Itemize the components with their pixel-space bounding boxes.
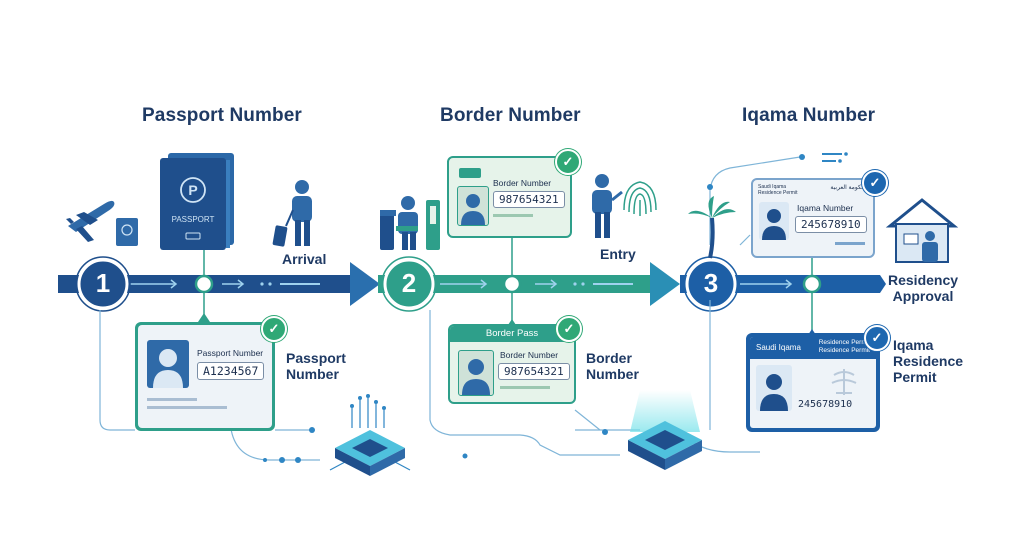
iqama-permit-number-value: 245678910 [798, 399, 853, 410]
border-top-field-label: Border Number [493, 178, 552, 188]
circuit-dots [263, 152, 848, 463]
stage-3-title: Iqama Number [742, 105, 876, 126]
passport-photo [147, 340, 189, 388]
stage-2-title: Border Number [440, 105, 581, 126]
step-3-number: 3 [703, 268, 719, 298]
server-chip-icon [628, 390, 702, 470]
person-icon [461, 194, 485, 225]
iqama-permit-header: Saudi Iqama Residence Permit Residence P… [750, 337, 876, 359]
check-icon: ✓ [556, 316, 582, 342]
passport-card: Passport Number A1234567 [135, 322, 275, 431]
stage-1-title: Passport Number [142, 105, 302, 126]
server-chip-icon [329, 394, 411, 476]
passport-caption-line1: Passport [286, 350, 346, 366]
check-icon: ✓ [555, 149, 581, 175]
border-pass-photo [458, 350, 494, 396]
iqama-caption: Iqama Residence Permit [893, 337, 963, 385]
immigration-officer-icon [380, 196, 440, 250]
svg-text:PASSPORT: PASSPORT [172, 215, 215, 224]
fingerprint-icon [623, 181, 657, 216]
step-2-number: 2 [401, 268, 417, 298]
check-icon: ✓ [862, 170, 888, 196]
step-1-number: 1 [95, 268, 111, 298]
traveler-entry-icon [592, 174, 623, 238]
iqama-permit-photo [756, 365, 792, 411]
border-pass-number-value: 987654321 [498, 363, 570, 380]
border-pass-card: Border Pass Border Number 987654321 [448, 324, 576, 404]
airplane-icon [66, 200, 115, 242]
palm-tree-icon [688, 196, 736, 259]
iqama-caption-line3: Permit [893, 369, 937, 385]
flow-band [58, 262, 886, 306]
iqama-permit-card: Saudi Iqama Residence Permit Residence P… [746, 333, 880, 432]
border-caption: Border Number [586, 350, 639, 382]
traveler-icon [272, 180, 312, 247]
person-icon [462, 359, 490, 395]
iqama-top-photo [759, 202, 789, 240]
entry-label: Entry [600, 246, 636, 262]
iqama-permit-header-right: Residence Permit Residence Permit [818, 339, 870, 354]
check-icon: ✓ [864, 325, 890, 351]
residency-label: Residency Approval [888, 272, 958, 304]
person-icon [762, 209, 786, 240]
border-top-number-value: 987654321 [493, 191, 565, 208]
small-passport-icon [116, 218, 138, 246]
passport-caption-line2: Number [286, 366, 339, 382]
border-top-card: Border Number 987654321 [447, 156, 572, 238]
person-icon [760, 374, 788, 411]
passport-icon: P PASSPORT [160, 153, 234, 250]
iqama-permit-header-left: Saudi Iqama [756, 343, 801, 352]
border-caption-line2: Number [586, 366, 639, 382]
iqama-top-header-right: حكومة العربية [830, 185, 865, 191]
step-3-circle [685, 258, 737, 310]
iqama-caption-line2: Residence [893, 353, 964, 369]
residency-label-line1: Residency [888, 272, 959, 288]
iqama-top-number-value: 245678910 [795, 216, 867, 233]
iqama-top-field-label: Iqama Number [797, 203, 854, 213]
iqama-caption-line1: Iqama [893, 337, 934, 353]
border-caption-line1: Border [586, 350, 632, 366]
svg-text:P: P [188, 182, 197, 198]
passport-number-value: A1234567 [197, 362, 265, 380]
passport-caption: Passport Number [286, 350, 346, 382]
border-top-photo [457, 186, 489, 226]
passport-field-label: Passport Number [197, 348, 264, 358]
border-pass-header: Border Pass [450, 326, 574, 342]
border-pass-field-label: Border Number [500, 350, 559, 360]
emblem-icon [831, 369, 857, 395]
house-icon [885, 198, 959, 263]
person-icon [153, 349, 183, 388]
arrival-label: Arrival [282, 251, 327, 267]
check-icon: ✓ [261, 316, 287, 342]
step-2-circle [383, 258, 435, 310]
iqama-top-header-left: Saudi Iqama Residence Permit [758, 184, 798, 196]
residency-label-line2: Approval [892, 288, 954, 304]
step-1-circle [77, 258, 129, 310]
iqama-top-card: Saudi Iqama Residence Permit حكومة العرب… [751, 178, 875, 258]
